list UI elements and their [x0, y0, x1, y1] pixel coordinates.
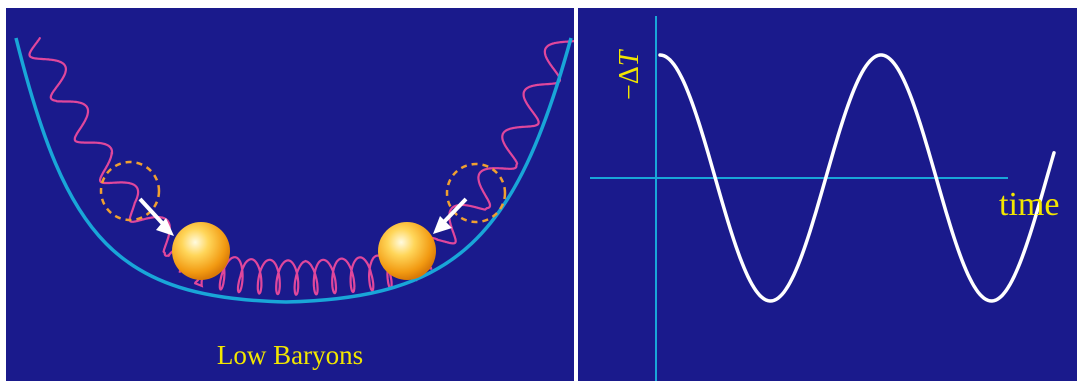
- oscillation-curve: [658, 53, 1056, 303]
- compression-arrow-left: [138, 197, 174, 236]
- low-baryons-panel: Low Baryons: [6, 8, 574, 381]
- oscillation-plot: [590, 16, 1056, 381]
- temperature-oscillation-panel: −ΔT time: [578, 8, 1077, 381]
- dashed-displacement-ring-left: [99, 160, 161, 222]
- potential-well-illustration: [14, 37, 574, 304]
- y-axis-label: −ΔT: [614, 50, 645, 100]
- x-axis-label: time: [999, 186, 1060, 223]
- potential-well-curve: [14, 37, 573, 304]
- dashed-displacement-ring-right: [445, 162, 507, 224]
- baryon-ball-left: [172, 222, 230, 280]
- baryon-ball-right: [378, 222, 436, 280]
- compression-arrow-right: [433, 197, 468, 234]
- spring-coil: [28, 37, 574, 296]
- low-baryons-caption: Low Baryons: [216, 340, 364, 370]
